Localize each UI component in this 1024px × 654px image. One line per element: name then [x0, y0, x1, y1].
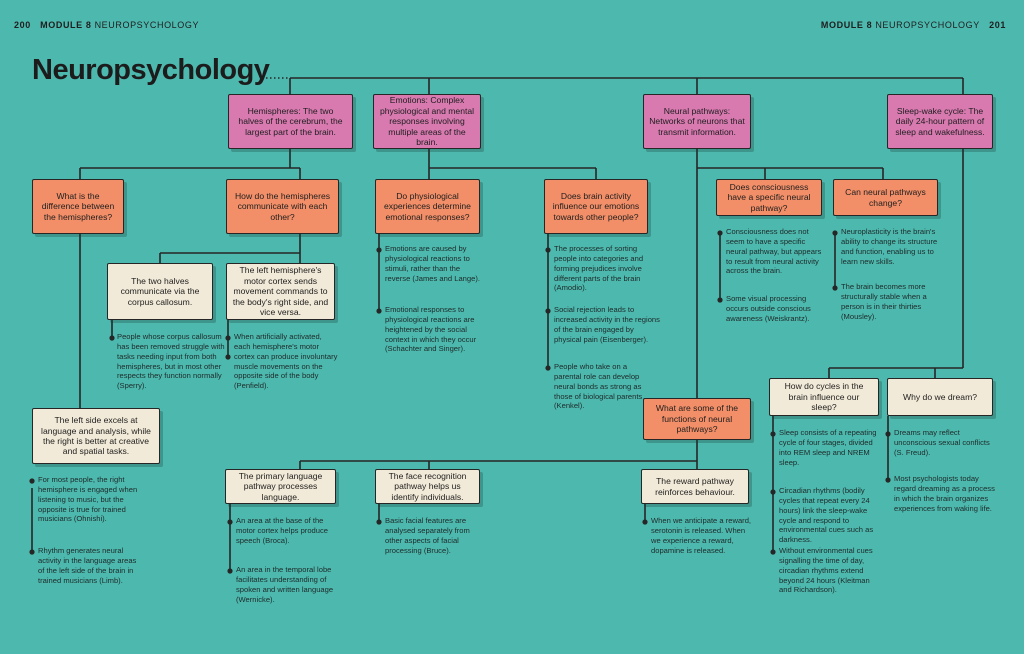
box-neural-pathways: Neural pathways: Networks of neurons tha…	[643, 94, 751, 149]
note-james-lange: Emotions are caused by physiological rea…	[385, 244, 480, 283]
note-waking-life: Most psychologists today regard dreaming…	[894, 474, 995, 513]
note-neuroplasticity: Neuroplasticity is the brain's ability t…	[841, 227, 938, 266]
note-weiskrantz: Some visual processing occurs outside co…	[726, 294, 811, 323]
note-schachter-singer: Emotional responses to physiological rea…	[385, 305, 477, 354]
box-dream-question: Why do we dream?	[887, 378, 993, 416]
box-communicate-question: How do the hemispheres communicate with …	[226, 179, 339, 234]
left-topic-label: NEUROPSYCHOLOGY	[94, 20, 200, 30]
note-mousley: The brain becomes more structurally stab…	[841, 282, 927, 321]
left-module-label: MODULE 8	[40, 20, 92, 30]
box-emotions: Emotions: Complex physiological and ment…	[373, 94, 481, 149]
box-brain-activity-question: Does brain activity influence our emotio…	[544, 179, 648, 234]
right-topic-label: NEUROPSYCHOLOGY	[875, 20, 980, 30]
left-page-number: 200	[14, 20, 31, 30]
box-reward-pathway: The reward pathway reinforces behaviour.	[641, 469, 749, 504]
right-page-number: 201	[989, 20, 1006, 30]
box-left-side: The left side excels at language and ana…	[32, 408, 160, 464]
box-functions-question: What are some of the functions of neural…	[643, 398, 751, 440]
note-eisenberger: Social rejection leads to increased acti…	[554, 305, 660, 344]
note-sleep-stages: Sleep consists of a repeating cycle of f…	[779, 428, 877, 467]
box-difference-question: What is the difference between the hemis…	[32, 179, 124, 234]
note-kenkel: People who take on a parental role can d…	[554, 362, 643, 411]
box-corpus-callosum: The two halves communicate via the corpu…	[107, 263, 213, 320]
note-limb: Rhythm generates neural activity in the …	[38, 546, 137, 585]
note-penfield: When artificially activated, each hemisp…	[234, 332, 338, 391]
note-wernicke: An area in the temporal lobe facilitates…	[236, 565, 334, 604]
note-sperry: People whose corpus callosum has been re…	[117, 332, 225, 391]
box-sleep-cycles-question: How do cycles in the brain influence our…	[769, 378, 879, 416]
note-freud: Dreams may reflect unconscious sexual co…	[894, 428, 990, 457]
note-circadian-rhythms: Circadian rhythms (bodily cycles that re…	[779, 486, 874, 545]
box-physiological-question: Do physiological experiences determine e…	[375, 179, 480, 234]
box-language-pathway: The primary language pathway processes l…	[225, 469, 336, 504]
note-broca: An area at the base of the motor cortex …	[236, 516, 329, 545]
right-page-header: MODULE 8 NEUROPSYCHOLOGY 201	[821, 20, 1006, 30]
note-serotonin-dopamine: When we anticipate a reward, serotonin i…	[651, 516, 752, 555]
box-face-pathway: The face recognition pathway helps us id…	[375, 469, 480, 504]
note-bruce: Basic facial features are analysed separ…	[385, 516, 470, 555]
box-hemispheres: Hemispheres: The two halves of the cereb…	[228, 94, 353, 149]
note-amodio: The processes of sorting people into cat…	[554, 244, 644, 293]
box-change-question: Can neural pathways change?	[833, 179, 938, 216]
box-consciousness-question: Does consciousness have a specific neura…	[716, 179, 822, 216]
page-title: Neuropsychology	[32, 54, 270, 86]
note-no-specific-pathway: Consciousness does not seem to have a sp…	[726, 227, 822, 276]
note-ohnishi: For most people, the right hemisphere is…	[38, 475, 138, 524]
right-module-label: MODULE 8	[820, 20, 873, 30]
note-kleitman-richardson: Without environmental cues signalling th…	[779, 546, 873, 595]
box-sleep-wake: Sleep-wake cycle: The daily 24-hour patt…	[887, 94, 993, 149]
left-page-header: 200 MODULE 8 NEUROPSYCHOLOGY	[14, 20, 199, 30]
box-motor-cortex: The left hemisphere's motor cortex sends…	[226, 263, 335, 320]
